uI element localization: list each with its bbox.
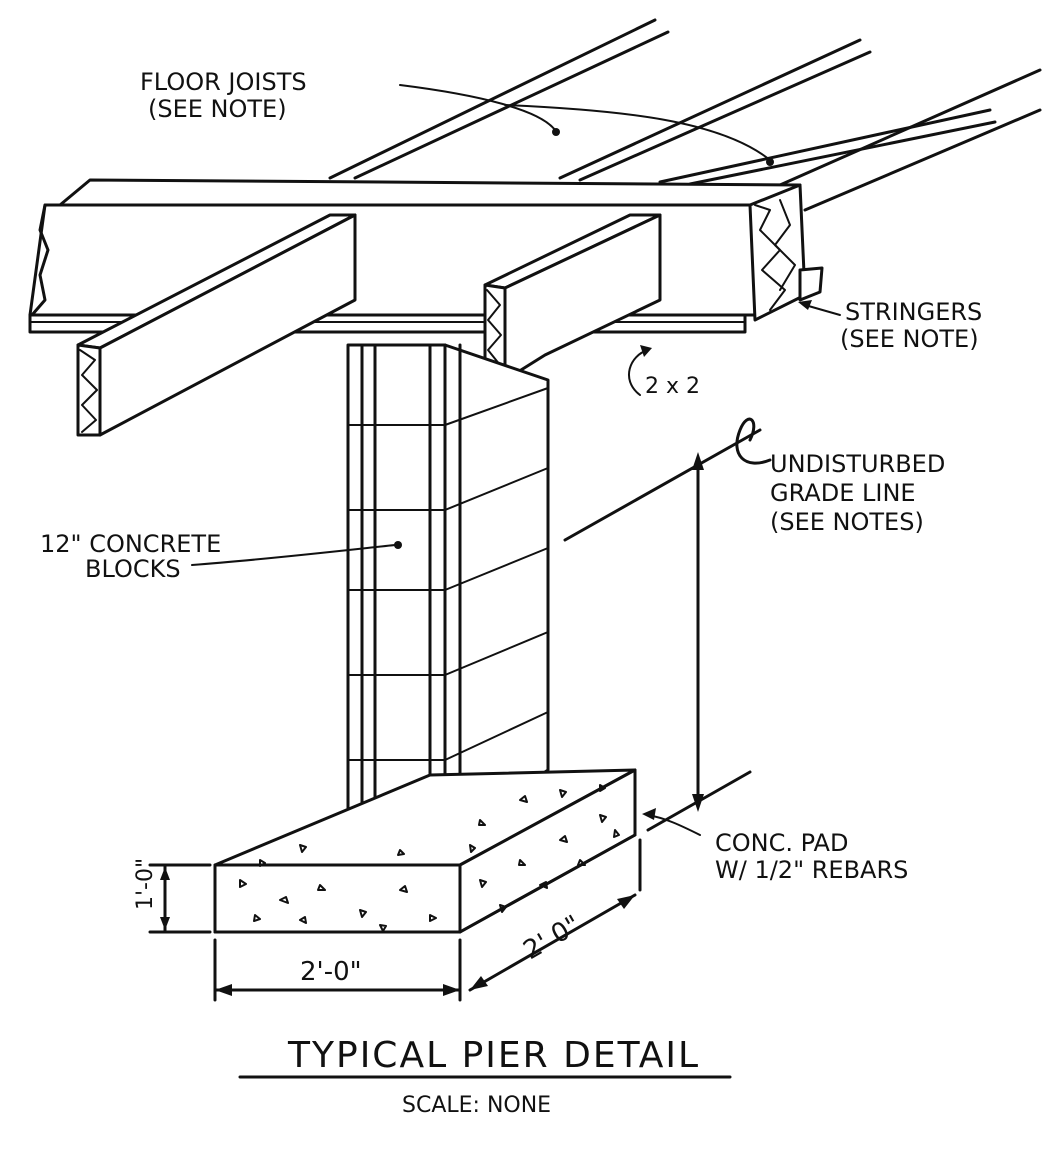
pad-dimensions	[148, 838, 642, 1002]
drawing-title: TYPICAL PIER DETAIL	[287, 1035, 700, 1076]
stringers-label: STRINGERS	[845, 298, 982, 326]
drawing-scale: SCALE: NONE	[402, 1093, 551, 1118]
concrete-texture	[239, 784, 620, 932]
grade-line-note: (SEE NOTES)	[770, 508, 924, 536]
pad-width-dimension: 2'-0"	[300, 957, 362, 987]
pad-depth-dimension: 2' 0"	[519, 910, 586, 966]
floor-joists-note: (SEE NOTE)	[148, 95, 287, 123]
grade-line-label-1: UNDISTURBED	[770, 450, 945, 478]
joist-left	[76, 213, 357, 437]
title-block: TYPICAL PIER DETAIL SCALE: NONE	[238, 1035, 732, 1118]
concrete-blocks-label-1: 12" CONCRETE	[40, 530, 221, 558]
conc-pad-label-1: CONC. PAD	[715, 829, 848, 857]
concrete-pad	[213, 768, 637, 934]
conc-pad-label-2: W/ 1/2" REBARS	[715, 856, 908, 884]
joist-right	[483, 213, 662, 382]
concrete-block-pier	[346, 343, 550, 842]
two-by-two-label: 2 x 2	[645, 374, 700, 399]
floor-joists	[328, 18, 1042, 212]
floor-joists-label: FLOOR JOISTS	[140, 68, 307, 96]
concrete-blocks-label-2: BLOCKS	[85, 555, 181, 583]
leaders	[191, 84, 841, 836]
grade-line-label-2: GRADE LINE	[770, 479, 916, 507]
grade-lines	[563, 417, 772, 832]
stringers-note: (SEE NOTE)	[840, 325, 979, 353]
pad-thickness-dimension: 1'-0"	[133, 858, 158, 910]
